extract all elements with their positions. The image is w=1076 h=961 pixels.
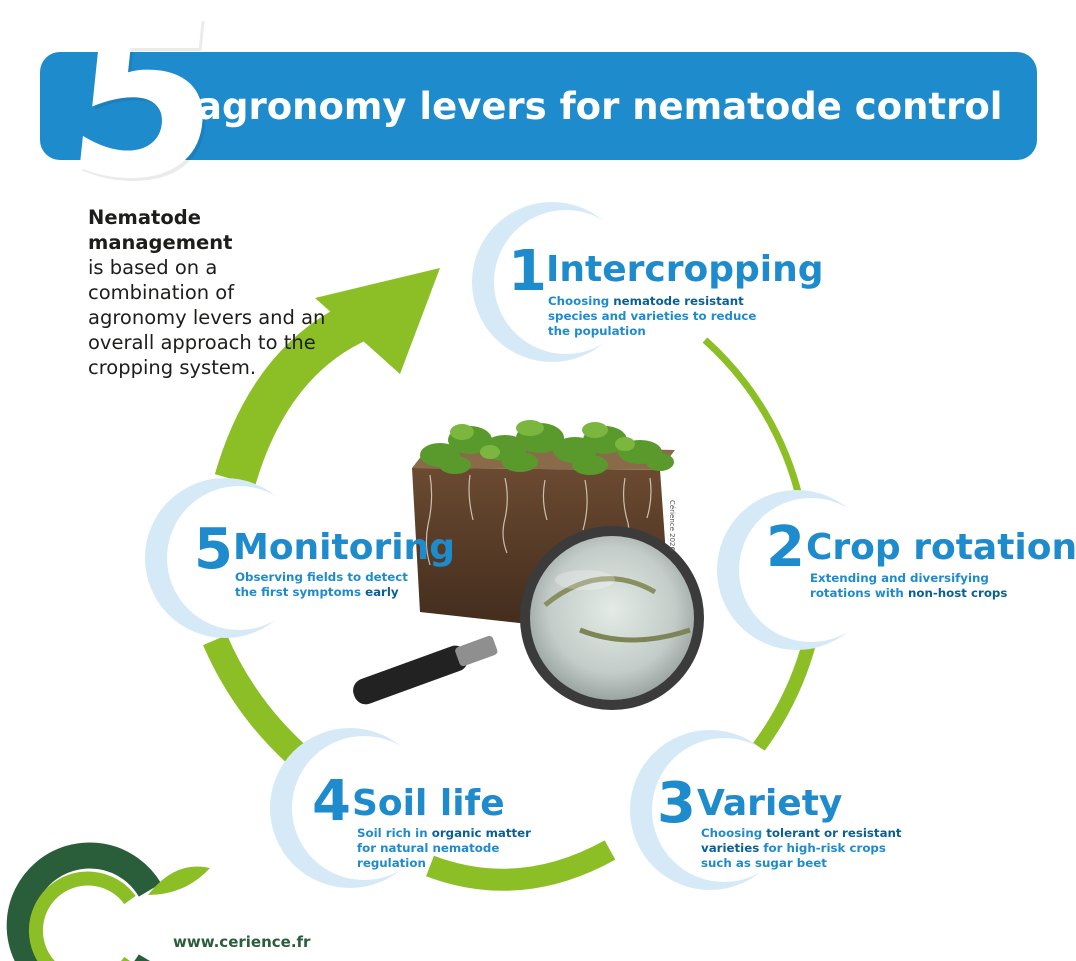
lever-desc-highlight: early — [365, 585, 399, 599]
page-title: agronomy levers for nematode control — [197, 85, 1003, 128]
magnifying-glass-icon — [353, 526, 704, 710]
lever-number-5: 5 — [194, 517, 233, 582]
lever-desc-text: for natural nematode regulation — [357, 841, 500, 870]
lever-desc-text: for high-risk crops such as sugar beet — [701, 841, 886, 870]
lever-desc-text: Choosing — [548, 294, 614, 308]
lever-circle-4 — [270, 728, 436, 888]
lever-desc-highlight: organic matter — [431, 826, 531, 840]
lever-desc-2: Extending and diversifying rotations wit… — [810, 571, 1020, 601]
lever-desc-text: Soil rich in — [357, 826, 432, 840]
cerience-logo — [6, 842, 210, 961]
lever-number-4: 4 — [312, 769, 351, 834]
lever-desc-1: Choosing nematode resistant species and … — [548, 294, 758, 339]
lever-circle-1 — [472, 202, 638, 362]
lever-number-3: 3 — [657, 771, 696, 836]
header-number: 5 — [56, 0, 233, 226]
lever-desc-3: Choosing tolerant or resistant varieties… — [701, 826, 906, 871]
lever-desc-4: Soil rich in organic matter for natural … — [357, 826, 532, 871]
lever-desc-text: Choosing — [701, 826, 767, 840]
lever-number-1: 1 — [508, 239, 547, 304]
lever-title-5: Monitoring — [233, 527, 455, 568]
lever-title-4: Soil life — [352, 783, 505, 824]
intro-body: is based on a combination of agronomy le… — [88, 256, 326, 379]
lever-circle-3 — [630, 730, 796, 890]
website-link[interactable]: www.cerience.fr — [173, 933, 311, 951]
header-banner — [40, 52, 1037, 160]
lever-desc-5: Observing fields to detect the first sym… — [235, 570, 415, 600]
lever-circle-2 — [717, 490, 883, 650]
lever-desc-text: species and varieties to reduce the popu… — [548, 309, 757, 338]
lever-desc-highlight: nematode resistant — [613, 294, 744, 308]
lever-title-1: Intercropping — [546, 249, 824, 290]
lever-number-2: 2 — [766, 515, 805, 580]
lever-title-3: Variety — [697, 783, 843, 824]
lever-circle-5 — [145, 478, 311, 638]
lever-desc-text: Observing fields to detect the first sym… — [235, 570, 408, 599]
intro-text: Nematode management is based on a combin… — [88, 205, 338, 380]
lever-title-2: Crop rotation — [806, 527, 1076, 568]
lever-desc-text: Extending and diversifying rotations wit… — [810, 571, 989, 600]
image-credit: Cérience 2026 — [668, 500, 676, 551]
lever-desc-highlight: non-host crops — [907, 586, 1008, 600]
intro-strong: Nematode management — [88, 206, 233, 254]
lever-desc-highlight: tolerant or resistant varieties — [701, 826, 902, 855]
